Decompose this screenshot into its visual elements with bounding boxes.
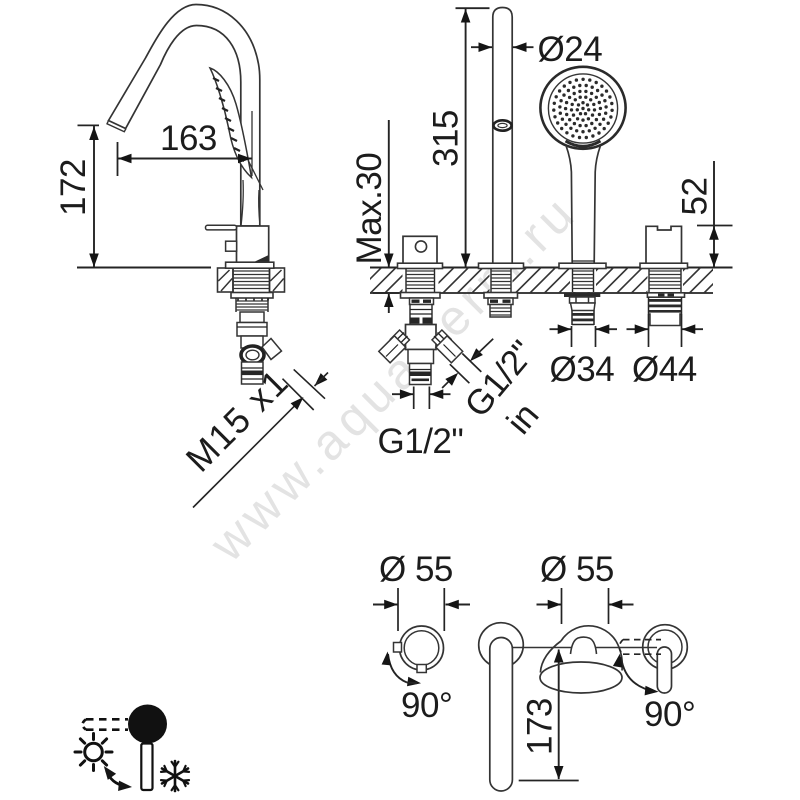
svg-text:315: 315: [427, 110, 466, 167]
svg-text:Ø34: Ø34: [550, 350, 615, 389]
svg-text:Ø44: Ø44: [632, 350, 697, 389]
svg-text:Max.30: Max.30: [350, 153, 389, 265]
svg-text:in: in: [499, 396, 546, 442]
svg-text:Ø 55: Ø 55: [540, 550, 614, 589]
svg-text:Ø 55: Ø 55: [379, 550, 453, 589]
svg-text:G1/2": G1/2": [378, 422, 464, 461]
svg-text:173: 173: [521, 698, 560, 755]
svg-text:172: 172: [54, 159, 93, 216]
svg-text:90°: 90°: [401, 686, 452, 725]
svg-text:Ø24: Ø24: [538, 30, 603, 69]
svg-text:90°: 90°: [644, 695, 695, 734]
svg-text:52: 52: [676, 178, 715, 216]
svg-text:163: 163: [160, 119, 217, 158]
